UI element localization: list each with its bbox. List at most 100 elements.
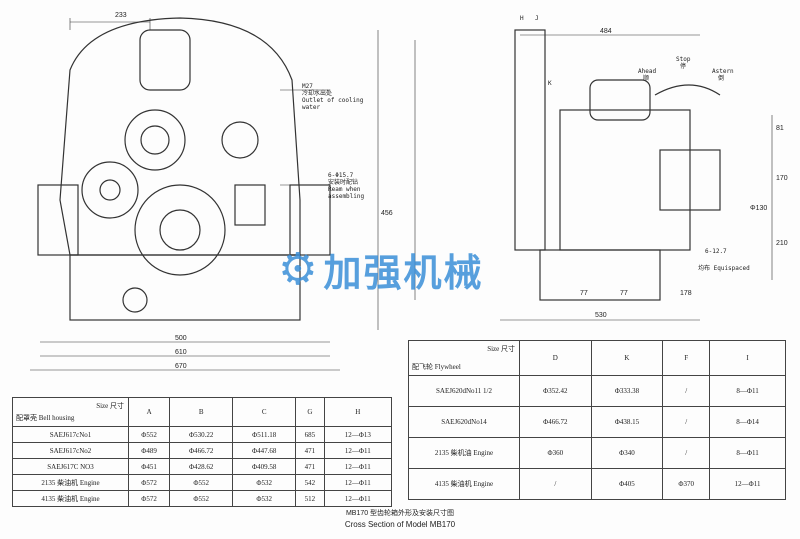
table-cell: Φ489 xyxy=(127,442,171,459)
table-cell: 8—Φ14 xyxy=(709,406,786,438)
table-cell: 12—Φ11 xyxy=(323,458,393,475)
equispaced-label: 均布 Equispaced xyxy=(698,265,750,272)
table-cell: 8—Φ11 xyxy=(709,437,786,469)
table-cell: 12—Φ11 xyxy=(323,442,393,459)
table-cell: 12—Φ11 xyxy=(323,490,393,507)
j-label: J xyxy=(535,15,539,22)
watermark: ⚙加强机械 xyxy=(278,242,483,297)
table-cell: 512 xyxy=(295,490,325,507)
dim-170: 170 xyxy=(776,175,788,182)
corner-bottom: 配罩壳 Bell housing xyxy=(16,414,75,422)
h-label: H xyxy=(520,15,524,22)
table-cell: Φ572 xyxy=(127,474,171,491)
table-cell: Φ447.68 xyxy=(232,442,297,459)
col-header: C xyxy=(232,397,297,427)
dim-610: 610 xyxy=(175,349,187,356)
dim-178: 178 xyxy=(680,290,692,297)
col-header: F xyxy=(662,340,711,376)
hole-cn: 安装时配钻 xyxy=(328,179,359,186)
table-cell: Φ532 xyxy=(232,490,297,507)
col-header: K xyxy=(590,340,664,376)
table-cell: SAEJ617cNo2 xyxy=(12,442,129,459)
table-cell: Φ340 xyxy=(590,437,664,469)
table-cell: 8—Φ11 xyxy=(709,375,786,407)
table-cell: Φ352.42 xyxy=(519,375,592,407)
table-cell: 542 xyxy=(295,474,325,491)
table-cell: 12—Φ11 xyxy=(709,468,786,500)
gear-logo-icon: ⚙ xyxy=(278,244,320,295)
caption-en: Cross Section of Model MB170 xyxy=(344,520,456,529)
table-cell: SAEJ620dNo14 xyxy=(408,406,520,438)
table-cell: 4135 柴油机 Engine xyxy=(408,468,520,500)
table-cell: Φ530.22 xyxy=(169,426,234,443)
holes-label: 6-12.7 xyxy=(705,248,727,255)
corner-top: Size 尺寸 xyxy=(96,402,124,410)
table-cell: Φ532 xyxy=(232,474,297,491)
table-cell: Φ438.15 xyxy=(590,406,664,438)
k-label: K xyxy=(548,80,552,87)
col-header: D xyxy=(519,340,592,376)
outlet-en: Outlet of cooling water xyxy=(302,97,364,111)
table-cell: Φ552 xyxy=(127,426,171,443)
stop-cn: 停 xyxy=(680,63,687,70)
dim-500: 500 xyxy=(175,335,187,342)
dim-670: 670 xyxy=(175,363,187,370)
table-cell: 4135 柴油机 Engine xyxy=(12,490,129,507)
ahead-label: Ahead xyxy=(638,68,657,75)
outlet-cn: 冷却水出处 xyxy=(302,90,333,97)
col-header: I xyxy=(709,340,786,376)
col-header: G xyxy=(295,397,325,427)
table-cell: 471 xyxy=(295,458,325,475)
dim-210: 210 xyxy=(776,240,788,247)
gearbox-front-view xyxy=(30,17,379,371)
table-cell: / xyxy=(519,468,592,500)
caption-cn: MB170 型齿轮箱外形及安装尺寸图 xyxy=(345,510,455,517)
table-cell: 12—Φ13 xyxy=(323,426,393,443)
col-header: H xyxy=(323,397,393,427)
table-cell: Φ409.58 xyxy=(232,458,297,475)
table-cell: Φ405 xyxy=(590,468,664,500)
dim-height: 456 xyxy=(381,210,393,217)
table-cell: 471 xyxy=(295,442,325,459)
table-cell: Φ451 xyxy=(127,458,171,475)
stop-label: Stop xyxy=(676,56,691,63)
table-cell: Φ511.18 xyxy=(232,426,297,443)
table-cell: 2135 柴机油 Engine xyxy=(408,437,520,469)
table-cell: 685 xyxy=(295,426,325,443)
table-cell: Φ428.62 xyxy=(169,458,234,475)
table-cell: / xyxy=(662,437,711,469)
dim-81: 81 xyxy=(776,125,784,132)
watermark-text: 加强机械 xyxy=(323,251,484,295)
table-cell: Φ572 xyxy=(127,490,171,507)
dim-484: 484 xyxy=(600,28,612,35)
flywheel-table: Size 尺寸配飞轮 Flywheel D K F I SAEJ620dNo11… xyxy=(408,340,786,500)
table-cell: Φ552 xyxy=(169,490,234,507)
table-cell: Φ333.38 xyxy=(590,375,664,407)
corner-bottom: 配飞轮 Flywheel xyxy=(412,363,461,371)
table-cell: Φ370 xyxy=(662,468,711,500)
outlet-size: M27 xyxy=(302,83,313,90)
table-cell: Φ466.72 xyxy=(169,442,234,459)
corner-top: Size 尺寸 xyxy=(487,345,515,353)
table-cell: / xyxy=(662,375,711,407)
table-cell: SAEJ617cNo1 xyxy=(12,426,129,443)
dim-77b: 77 xyxy=(620,290,628,297)
gearbox-side-view xyxy=(414,29,773,321)
dim-phi130: Φ130 xyxy=(750,205,768,212)
table-cell: Φ552 xyxy=(169,474,234,491)
dim-top: 233 xyxy=(115,12,127,19)
table-cell: / xyxy=(662,406,711,438)
col-header: A xyxy=(127,397,171,427)
corner-cell: Size 尺寸配飞轮 Flywheel xyxy=(408,340,520,376)
